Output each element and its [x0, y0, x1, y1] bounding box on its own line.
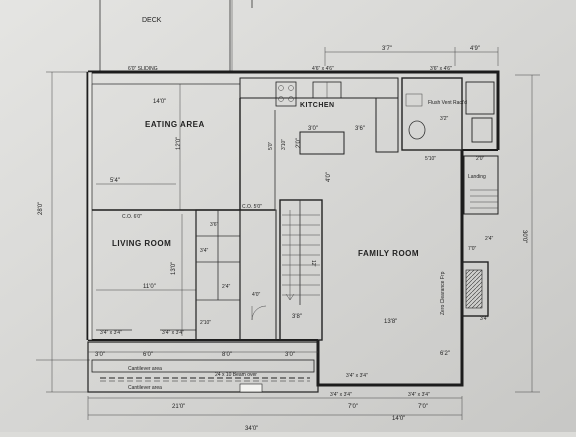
- powder-room: Flush Vent Ract'd 3'2" 5'10": [401, 77, 495, 162]
- eating-area-label: EATING AREA: [145, 120, 205, 129]
- family-room-label: FAMILY ROOM: [358, 249, 419, 258]
- dim-r-2-0: 2'0": [476, 156, 485, 162]
- dim-s-2-4: 2'4": [222, 284, 231, 290]
- dim-fam-window: 3'4" x 3'4": [346, 373, 368, 379]
- dim-r-2-4: 2'4": [485, 236, 494, 242]
- dim-s-3-8: 3'8": [292, 314, 302, 320]
- dim-eat-width: 14'0": [153, 99, 166, 105]
- dim-top-4-9: 4'9": [470, 46, 480, 52]
- bottom-dimensions: 3'0" 6'0" 8'0" 3'0" 21'0" 34'0" 7'0" 7'0…: [87, 351, 463, 432]
- dim-right-30: 30'0": [521, 230, 527, 243]
- flush-vent-note: Flush Vent Ract'd: [428, 100, 467, 106]
- top-dimension: 3'7" 4'9": [324, 46, 499, 66]
- dim-s-4-0: 4'0": [252, 292, 261, 298]
- dim-c-5-0: 5'0": [268, 141, 274, 150]
- dim-fam-13-8: 13'8": [384, 319, 397, 325]
- dim-r-5-10: 5'10": [425, 156, 436, 162]
- dim-bot-7-0b: 7'0": [418, 404, 428, 410]
- cantilever-label-2: Cantilever area: [128, 385, 162, 391]
- cantilever-label-1: Cantilever area: [128, 366, 162, 372]
- co-hall-note: C.O. 5'0": [242, 204, 262, 210]
- co-living-note: C.O. 6'0": [122, 214, 142, 220]
- dim-kitchen-4-0: 4'0": [326, 172, 332, 182]
- fireplace-label: Zero Clearance Frp: [440, 271, 446, 315]
- dim-r-3-4: 3'4": [480, 316, 489, 322]
- dim-s-12: 12': [310, 260, 316, 267]
- dim-bot-14: 14'0": [392, 416, 405, 422]
- family-room: FAMILY ROOM 13'8" 6'2" 7'0" 2'4" 3'4": [358, 236, 494, 357]
- dim-s-3-6: 3'6": [210, 222, 219, 228]
- dim-bw-1: 3'4" x 3'4": [330, 392, 352, 398]
- dim-kitchen-3-0: 3'0": [308, 126, 318, 132]
- dim-eat-depth: 12'0": [176, 137, 182, 150]
- dim-bw-2: 3'4" x 3'4": [408, 392, 430, 398]
- beam-label: 24 x 10 Beam over: [215, 372, 257, 378]
- kitchen-label: KITCHEN: [300, 102, 335, 109]
- dim-kitchen-3-6: 3'6": [355, 126, 365, 132]
- eating-area: 6'0" SLIDING 14'0" EATING AREA 12'0" 5'4…: [91, 66, 240, 210]
- right-dimension: 30'0": [515, 74, 540, 393]
- deck-label: DECK: [142, 17, 162, 24]
- dim-b-3-0a: 3'0": [95, 352, 105, 358]
- dim-fam-6-2: 6'2": [440, 351, 450, 357]
- fireplace: Zero Clearance Frp: [440, 261, 489, 317]
- dim-bot-21: 21'0": [172, 404, 185, 410]
- dim-top-win1: 4'6" x 4'6": [312, 66, 334, 72]
- dim-bot-34: 34'0": [245, 426, 258, 432]
- living-room-label: LIVING ROOM: [112, 239, 171, 248]
- dim-b-3-0b: 3'0": [285, 352, 295, 358]
- dim-top-3-7: 3'7": [382, 46, 392, 52]
- deck: DECK: [99, 0, 253, 72]
- dim-r-3-2: 3'2": [440, 116, 449, 122]
- central-core: 3'6" 3'4" 2'4" 2'10" C.O. 5'0" 4'0": [195, 204, 277, 341]
- cantilever-area: Cantilever area Cantilever area 24 x 10 …: [87, 341, 319, 393]
- dim-r-7-0: 7'0": [468, 246, 477, 252]
- dim-c-3-10: 3'10": [281, 139, 287, 150]
- dim-b-8-0: 8'0": [222, 352, 232, 358]
- dim-eat-5-4: 5'4": [110, 178, 120, 184]
- sliding-note: 6'0" SLIDING: [128, 66, 158, 72]
- staircase: 3'8" 12': [279, 199, 323, 341]
- dim-lr-11: 11'0": [143, 284, 156, 290]
- dim-top-win2: 3'6" x 4'6": [430, 66, 452, 72]
- dim-kitchen-2-0: 2'0": [296, 138, 302, 148]
- dim-s-2-10: 2'10": [200, 320, 211, 326]
- kitchen: KITCHEN 3'0" 3'6" 2'0" 4'0" 4'6" x 4'6" …: [239, 66, 452, 210]
- left-dimension: 28'0": [36, 71, 90, 393]
- landing: Landing 2'0": [463, 155, 499, 215]
- dim-b-6-0: 6'0": [143, 352, 153, 358]
- dim-bot-win2: 3'4" x 3'4": [162, 330, 184, 336]
- dim-s-3-4: 3'4": [200, 248, 209, 254]
- dim-left-28: 28'0": [38, 202, 44, 215]
- landing-label: Landing: [468, 174, 486, 180]
- dim-lr-13: 13'0": [171, 262, 177, 275]
- dim-bot-win1: 3'4" x 3'4": [100, 330, 122, 336]
- dim-bot-7-0a: 7'0": [348, 404, 358, 410]
